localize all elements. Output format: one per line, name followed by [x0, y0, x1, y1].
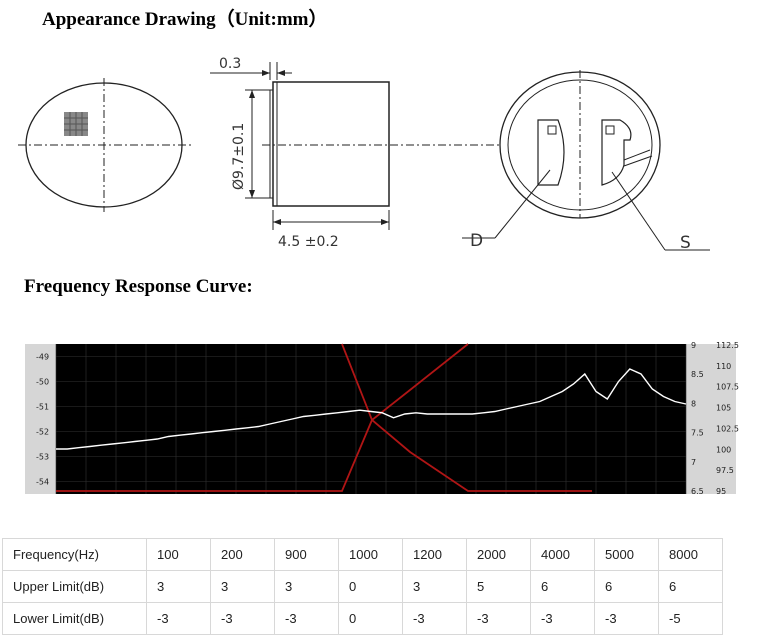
pin-s-label: S: [680, 233, 691, 253]
row-header-cell: Frequency(Hz): [2, 538, 147, 571]
y3-tick-label: 105: [716, 404, 731, 413]
y-tick-label: -51: [36, 403, 49, 412]
lower-limit-line: [341, 343, 592, 492]
y3-tick-label: 97.5: [716, 466, 734, 475]
y3-tick-label: 112.5: [716, 341, 739, 350]
pad-d: [537, 119, 565, 186]
dim-height: 4.5 ±0.2: [278, 234, 339, 250]
y3-tick-label: 100: [716, 445, 731, 454]
table-cell: 3: [402, 570, 467, 603]
y-tick-label: -49: [36, 353, 49, 362]
y-tick-label: -52: [36, 428, 49, 437]
pad-s: [601, 119, 632, 186]
table-cell: 5: [466, 570, 531, 603]
table-cell: -3: [146, 602, 211, 635]
dim-diameter: Ø9.7±0.1: [231, 123, 247, 190]
table-cell: 0: [338, 570, 403, 603]
pin-d-label: D: [470, 231, 483, 251]
y3-tick-label: 110: [716, 362, 731, 371]
response-curve: [56, 368, 687, 450]
table-cell: 3: [210, 570, 275, 603]
table-cell: 1000: [338, 538, 403, 571]
table-cell: 4000: [530, 538, 595, 571]
y3-tick-label: 95: [716, 487, 726, 496]
frequency-heading: Frequency Response Curve:: [24, 276, 253, 297]
table-cell: 100: [146, 538, 211, 571]
y2-tick-label: 7.5: [691, 429, 704, 438]
capsule-side-view: [272, 81, 390, 207]
table-cell: 6: [530, 570, 595, 603]
dim-thickness: 0.3: [219, 56, 241, 72]
table-cell: 3: [274, 570, 339, 603]
row-header-cell: Lower Limit(dB): [2, 602, 147, 635]
table-cell: -3: [466, 602, 531, 635]
y2-tick-label: 8: [691, 399, 696, 408]
table-cell: 0: [338, 602, 403, 635]
table-cell: 6: [658, 570, 723, 603]
y2-tick-label: 9: [691, 341, 696, 350]
table-cell: 8000: [658, 538, 723, 571]
table-cell: 900: [274, 538, 339, 571]
table-cell: 200: [210, 538, 275, 571]
table-cell: 3: [146, 570, 211, 603]
table-cell: 2000: [466, 538, 531, 571]
appearance-drawing: 0.3 Ø9.7±0.1 4.5 ±0.2 D S: [18, 56, 710, 253]
y3-tick-label: 102.5: [716, 424, 739, 433]
y-tick-label: -54: [36, 478, 49, 487]
appearance-heading: Appearance Drawing（Unit:mm）: [42, 9, 328, 30]
table-cell: -3: [210, 602, 275, 635]
table-cell: -3: [402, 602, 467, 635]
table-cell: 1200: [402, 538, 467, 571]
table-cell: 6: [594, 570, 659, 603]
y2-tick-label: 8.5: [691, 370, 704, 379]
y-tick-label: -50: [36, 378, 49, 387]
table-cell: 5000: [594, 538, 659, 571]
table-cell: -5: [658, 602, 723, 635]
table-cell: -3: [274, 602, 339, 635]
table-cell: -3: [594, 602, 659, 635]
y3-tick-label: 107.5: [716, 383, 739, 392]
y2-tick-label: 6.5: [691, 487, 704, 496]
y2-tick-label: 7: [691, 458, 696, 467]
row-header-cell: Upper Limit(dB): [2, 570, 147, 603]
table-cell: -3: [530, 602, 595, 635]
frequency-chart: -49 -50 -51 -52 -53 -54 9 8.5 8 7.5 7 6.5 112.5 110 1…: [25, 341, 739, 496]
y-tick-label: -53: [36, 453, 49, 462]
